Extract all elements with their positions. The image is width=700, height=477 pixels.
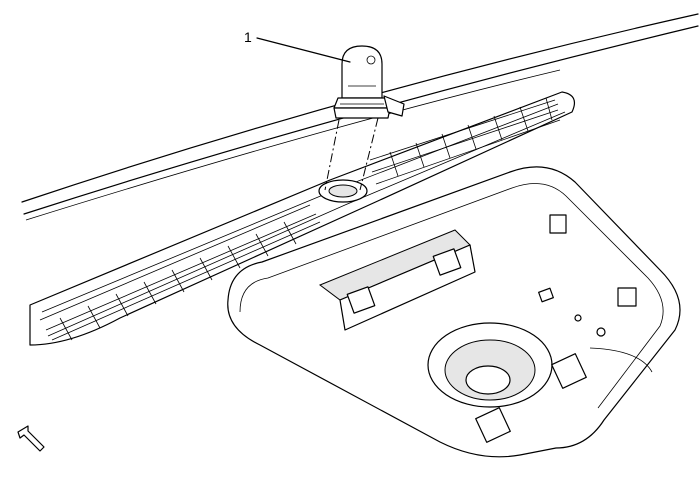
speaker-recess bbox=[427, 322, 553, 408]
vent-grille-right bbox=[369, 97, 561, 185]
view-direction-arrow-icon bbox=[17, 425, 45, 452]
callout-1: 1 bbox=[244, 29, 351, 63]
lamp-socket-opening bbox=[318, 179, 368, 203]
bulb bbox=[333, 45, 405, 119]
callout-label: 1 bbox=[244, 29, 252, 45]
vent-grille-left bbox=[39, 204, 321, 341]
leader-line bbox=[256, 37, 351, 63]
vent-trim-strip bbox=[29, 91, 575, 346]
overhead-console-housing bbox=[227, 166, 681, 458]
alignment-lines bbox=[324, 117, 379, 191]
